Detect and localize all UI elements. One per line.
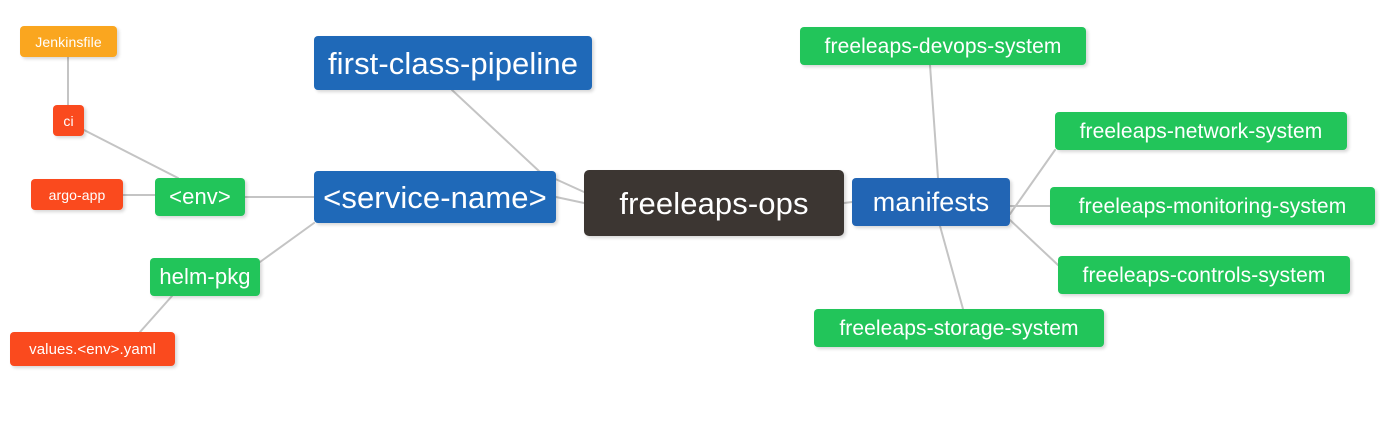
edge-manifests-to-freeleaps-controls-system <box>1009 219 1059 266</box>
node-freeleaps-storage-system[interactable]: freeleaps-storage-system <box>814 309 1104 347</box>
node-label: helm-pkg <box>159 264 251 289</box>
node-argo-app[interactable]: argo-app <box>31 179 123 210</box>
node-jenkinsfile[interactable]: Jenkinsfile <box>20 26 117 57</box>
edge-helm-pkg-to-values-env-yaml <box>139 295 173 333</box>
node-label: freeleaps-monitoring-system <box>1078 194 1347 218</box>
edge-freeleaps-ops-to-service-name <box>555 196 585 204</box>
node-manifests[interactable]: manifests <box>852 178 1010 226</box>
node-label: <env> <box>169 184 231 209</box>
node-label: <service-name> <box>323 179 547 215</box>
node-freeleaps-network-system[interactable]: freeleaps-network-system <box>1055 112 1347 150</box>
edge-manifests-to-freeleaps-storage-system <box>939 225 964 310</box>
node-label: argo-app <box>48 186 106 203</box>
node-label: freeleaps-ops <box>619 185 809 221</box>
node-freeleaps-controls-system[interactable]: freeleaps-controls-system <box>1058 256 1350 294</box>
node-freeleaps-devops-system[interactable]: freeleaps-devops-system <box>800 27 1086 65</box>
node-label: freeleaps-devops-system <box>824 34 1062 58</box>
node-first-class-pipeline[interactable]: first-class-pipeline <box>314 36 592 90</box>
node-freeleaps-monitoring-system[interactable]: freeleaps-monitoring-system <box>1050 187 1375 225</box>
node-label: manifests <box>872 186 990 217</box>
edge-manifests-to-freeleaps-devops-system <box>929 64 939 179</box>
node-label: ci <box>63 112 74 129</box>
node-values-env-yaml[interactable]: values.<env>.yaml <box>10 332 175 366</box>
node-env[interactable]: <env> <box>155 178 245 216</box>
node-service-name[interactable]: <service-name> <box>314 171 556 223</box>
node-helm-pkg[interactable]: helm-pkg <box>150 258 260 296</box>
edge-freeleaps-ops-to-manifests <box>843 201 853 204</box>
node-label: freeleaps-network-system <box>1079 119 1323 143</box>
edge-service-name-to-helm-pkg <box>259 222 315 263</box>
node-label: freeleaps-controls-system <box>1082 263 1326 287</box>
edge-manifests-to-freeleaps-network-system <box>1009 149 1056 215</box>
node-label: first-class-pipeline <box>327 45 579 81</box>
edge-env-to-ci <box>83 129 179 179</box>
node-label: freeleaps-storage-system <box>839 316 1079 340</box>
node-label: values.<env>.yaml <box>29 340 156 358</box>
node-ci[interactable]: ci <box>53 105 84 136</box>
node-label: Jenkinsfile <box>35 33 102 50</box>
node-freeleaps-ops[interactable]: freeleaps-ops <box>584 170 844 236</box>
